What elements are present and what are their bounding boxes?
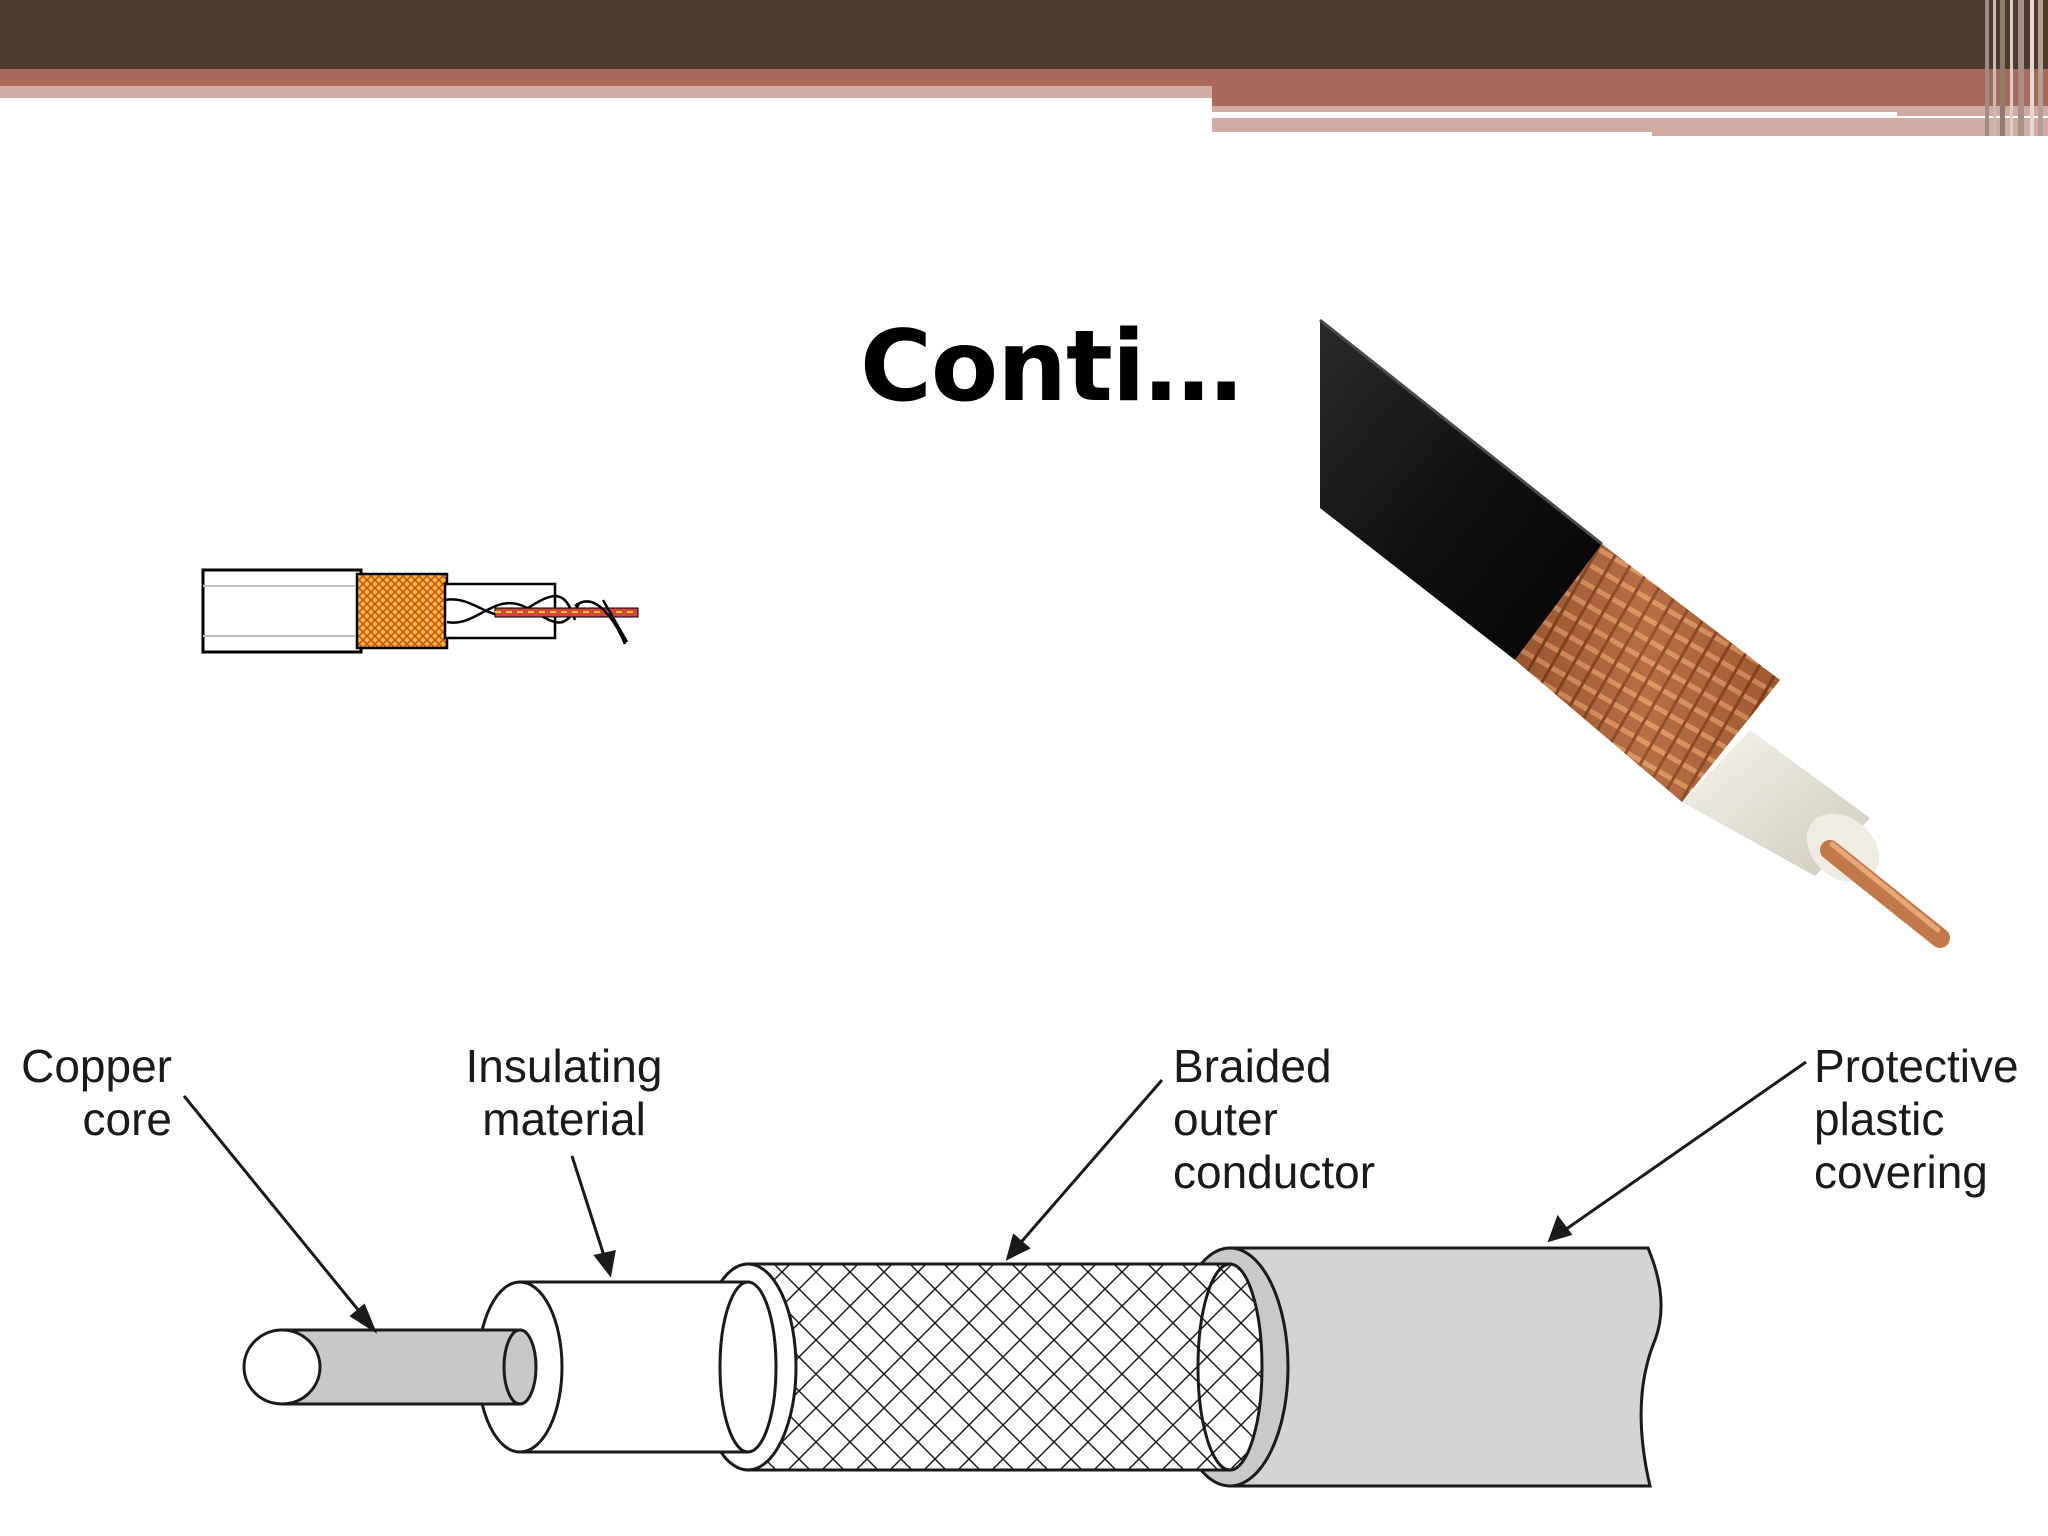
label-copper-core-line1: Copper [21, 1040, 172, 1092]
header-band-dark [0, 0, 2048, 69]
arrow-insulating-material [570, 1155, 608, 1263]
label-braided-line3: conductor [1173, 1146, 1376, 1198]
label-insulating-material: Insulating material [464, 1040, 664, 1146]
arrow-copper-core [182, 1095, 370, 1323]
slide-title: Conti… [860, 310, 1242, 424]
small-cable-braid [355, 572, 449, 650]
diagram-leader-lines [182, 1060, 1807, 1334]
label-copper-core-line2: core [82, 1093, 172, 1145]
label-insulating-material-line1: Insulating [465, 1040, 663, 1092]
header-band-light-right [1212, 106, 2048, 116]
diagram-copper-core [280, 1328, 522, 1406]
small-cable-jacket [201, 568, 363, 654]
label-insulating-material-line2: material [482, 1093, 646, 1145]
header-band-light-right-2 [1212, 118, 2048, 136]
label-copper-core: Copper core [16, 1040, 172, 1146]
small-coax-cable-illustration [201, 568, 639, 654]
label-braided-line1: Braided [1173, 1040, 1332, 1092]
header-band [0, 0, 2048, 136]
label-protective-plastic-covering: Protective plastic covering [1814, 1040, 2019, 1199]
coax-cross-section-diagram [182, 1060, 1807, 1488]
header-line-white-2 [1212, 132, 1652, 136]
photo-cable-core [1820, 840, 1950, 948]
header-band-accent-right [1212, 86, 2048, 106]
photo-cable-jacket [1320, 320, 1602, 660]
label-protective-line2: plastic [1814, 1093, 1945, 1145]
diagram-braided-conductor [746, 1262, 1232, 1472]
arrow-braided-conductor [1014, 1079, 1164, 1249]
diagram-protective-covering [1228, 1246, 1663, 1488]
label-protective-line3: covering [1814, 1146, 1988, 1198]
header-line-white [1212, 112, 1897, 116]
arrow-protective-covering [1561, 1060, 1807, 1234]
header-right-stripes [1985, 0, 2043, 136]
label-protective-line1: Protective [1814, 1040, 2019, 1092]
label-braided-line2: outer [1173, 1093, 1278, 1145]
header-band-accent [0, 69, 2048, 86]
header-band-light-left [0, 86, 1212, 98]
label-braided-outer-conductor: Braided outer conductor [1173, 1040, 1375, 1199]
coax-cable-photo [1319, 318, 1950, 948]
